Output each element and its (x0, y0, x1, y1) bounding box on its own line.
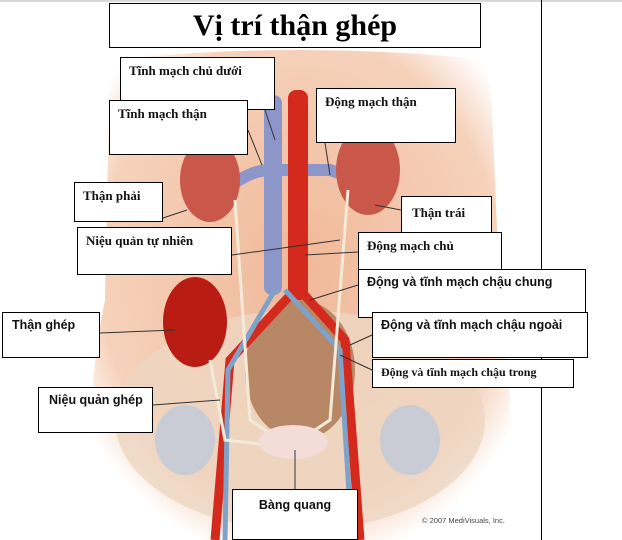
label-transplant-kidney: Thận ghép (2, 312, 100, 358)
right-kidney (180, 138, 240, 222)
bladder (258, 425, 328, 459)
label-right-kidney: Thận phải (74, 182, 163, 222)
label-transplant-ureter: Niệu quản ghép (38, 387, 153, 433)
copyright-notice: © 2007 MediVisuals, Inc. (422, 516, 505, 525)
diagram-title: Vị trí thận ghép (109, 3, 481, 48)
label-internal-iliac: Động và tĩnh mạch chậu trong (372, 359, 574, 388)
label-renal-artery: Động mạch thận (316, 88, 456, 143)
left-kidney (336, 125, 400, 215)
label-native-ureter: Niệu quản tự nhiên (77, 227, 232, 275)
hip-joint-left (155, 405, 215, 475)
iliac-arteries (210, 286, 365, 540)
aorta (288, 90, 308, 300)
label-bladder: Bàng quang (232, 489, 358, 540)
label-external-iliac: Động và tĩnh mạch chậu ngoài (372, 312, 588, 358)
label-left-kidney: Thận trái (401, 196, 492, 235)
iliac-veins (222, 288, 355, 540)
label-renal-vein: Tĩnh mạch thận (109, 100, 248, 155)
ivc (264, 95, 282, 295)
top-border (0, 0, 622, 2)
transplant-kidney (163, 277, 227, 367)
hip-joint-right (380, 405, 440, 475)
label-common-iliac: Động và tĩnh mạch chậu chung (358, 269, 586, 318)
